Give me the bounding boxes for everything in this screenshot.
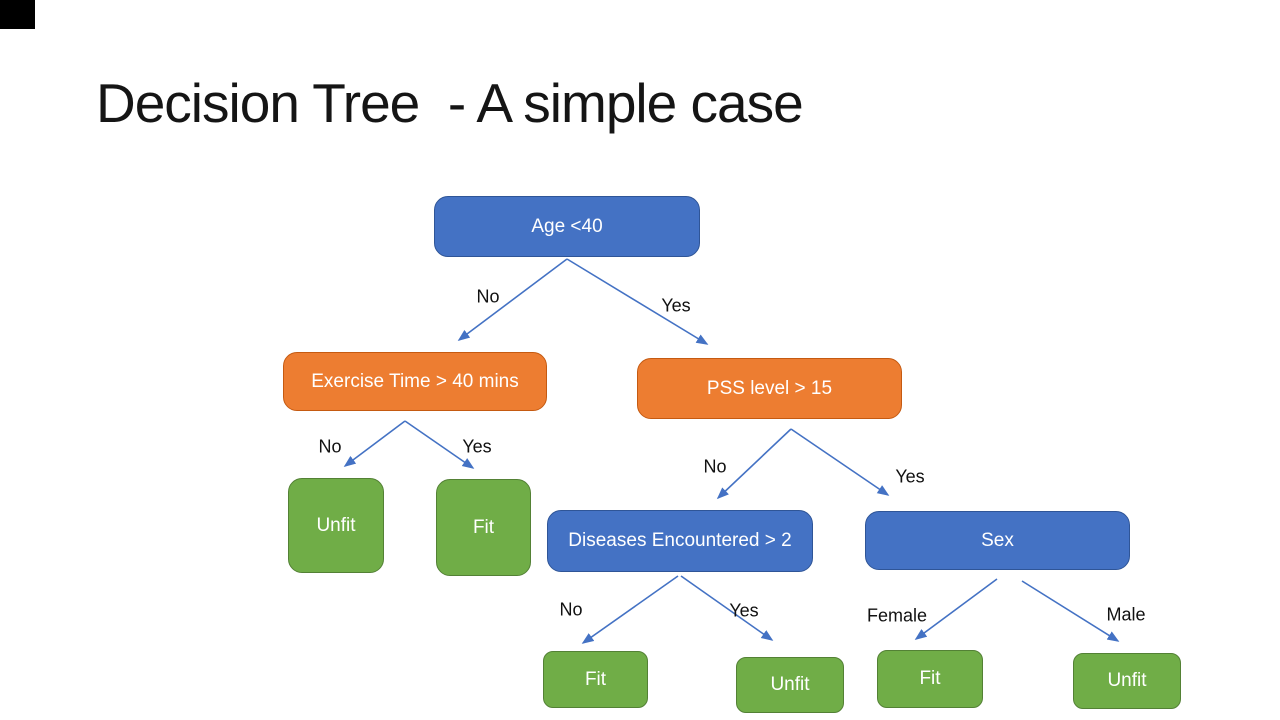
connector-age-no bbox=[457, 258, 568, 341]
node-unfit-exercise-no-label: Unfit bbox=[316, 514, 356, 536]
edge-label-exercise-no: No bbox=[318, 436, 342, 457]
node-fit-sex-female: Fit bbox=[877, 650, 983, 708]
edge-label-sex-male: Male bbox=[1106, 604, 1146, 625]
node-unfit-exercise-no: Unfit bbox=[288, 478, 384, 573]
node-fit-diseases-no-label: Fit bbox=[584, 668, 607, 690]
node-exercise-time-label: Exercise Time > 40 mins bbox=[311, 370, 519, 392]
node-fit-sex-female-label: Fit bbox=[919, 668, 941, 690]
node-age: Age <40 bbox=[434, 196, 700, 257]
node-unfit-diseases-yes: Unfit bbox=[736, 657, 844, 713]
connector-diseases-no bbox=[581, 575, 679, 644]
node-diseases-encountered-label: Diseases Encountered > 2 bbox=[568, 530, 792, 552]
slide-title: Decision Tree - A simple case bbox=[96, 72, 804, 134]
black-corner-rectangle bbox=[0, 0, 35, 29]
node-unfit-diseases-yes-label: Unfit bbox=[770, 674, 810, 696]
connector-sex-male bbox=[1021, 580, 1120, 642]
node-fit-exercise-yes-label: Fit bbox=[472, 516, 495, 538]
edge-label-diseases-yes: Yes bbox=[729, 600, 759, 621]
connector-sex-female bbox=[914, 578, 998, 640]
node-age-label: Age <40 bbox=[531, 215, 603, 237]
node-unfit-sex-male-label: Unfit bbox=[1107, 670, 1147, 692]
node-fit-diseases-no: Fit bbox=[543, 651, 648, 708]
edge-label-exercise-yes: Yes bbox=[462, 436, 492, 457]
connector-pss-yes bbox=[790, 428, 890, 496]
connector-pss-no bbox=[716, 428, 792, 500]
connector-exercise-no bbox=[343, 420, 406, 467]
edge-label-age-no: No bbox=[476, 286, 500, 307]
node-sex-label: Sex bbox=[981, 529, 1014, 551]
node-unfit-sex-male: Unfit bbox=[1073, 653, 1181, 709]
edge-label-pss-yes: Yes bbox=[895, 466, 925, 487]
node-fit-exercise-yes: Fit bbox=[436, 479, 531, 576]
node-sex: Sex bbox=[865, 511, 1130, 570]
node-pss-level: PSS level > 15 bbox=[637, 358, 902, 419]
edge-label-pss-no: No bbox=[703, 456, 727, 477]
node-exercise-time: Exercise Time > 40 mins bbox=[283, 352, 547, 411]
edge-label-diseases-no: No bbox=[559, 599, 583, 620]
edge-label-sex-female: Female bbox=[866, 605, 928, 626]
node-pss-level-label: PSS level > 15 bbox=[706, 377, 833, 399]
node-diseases-encountered: Diseases Encountered > 2 bbox=[547, 510, 813, 572]
edge-label-age-yes: Yes bbox=[661, 295, 691, 316]
